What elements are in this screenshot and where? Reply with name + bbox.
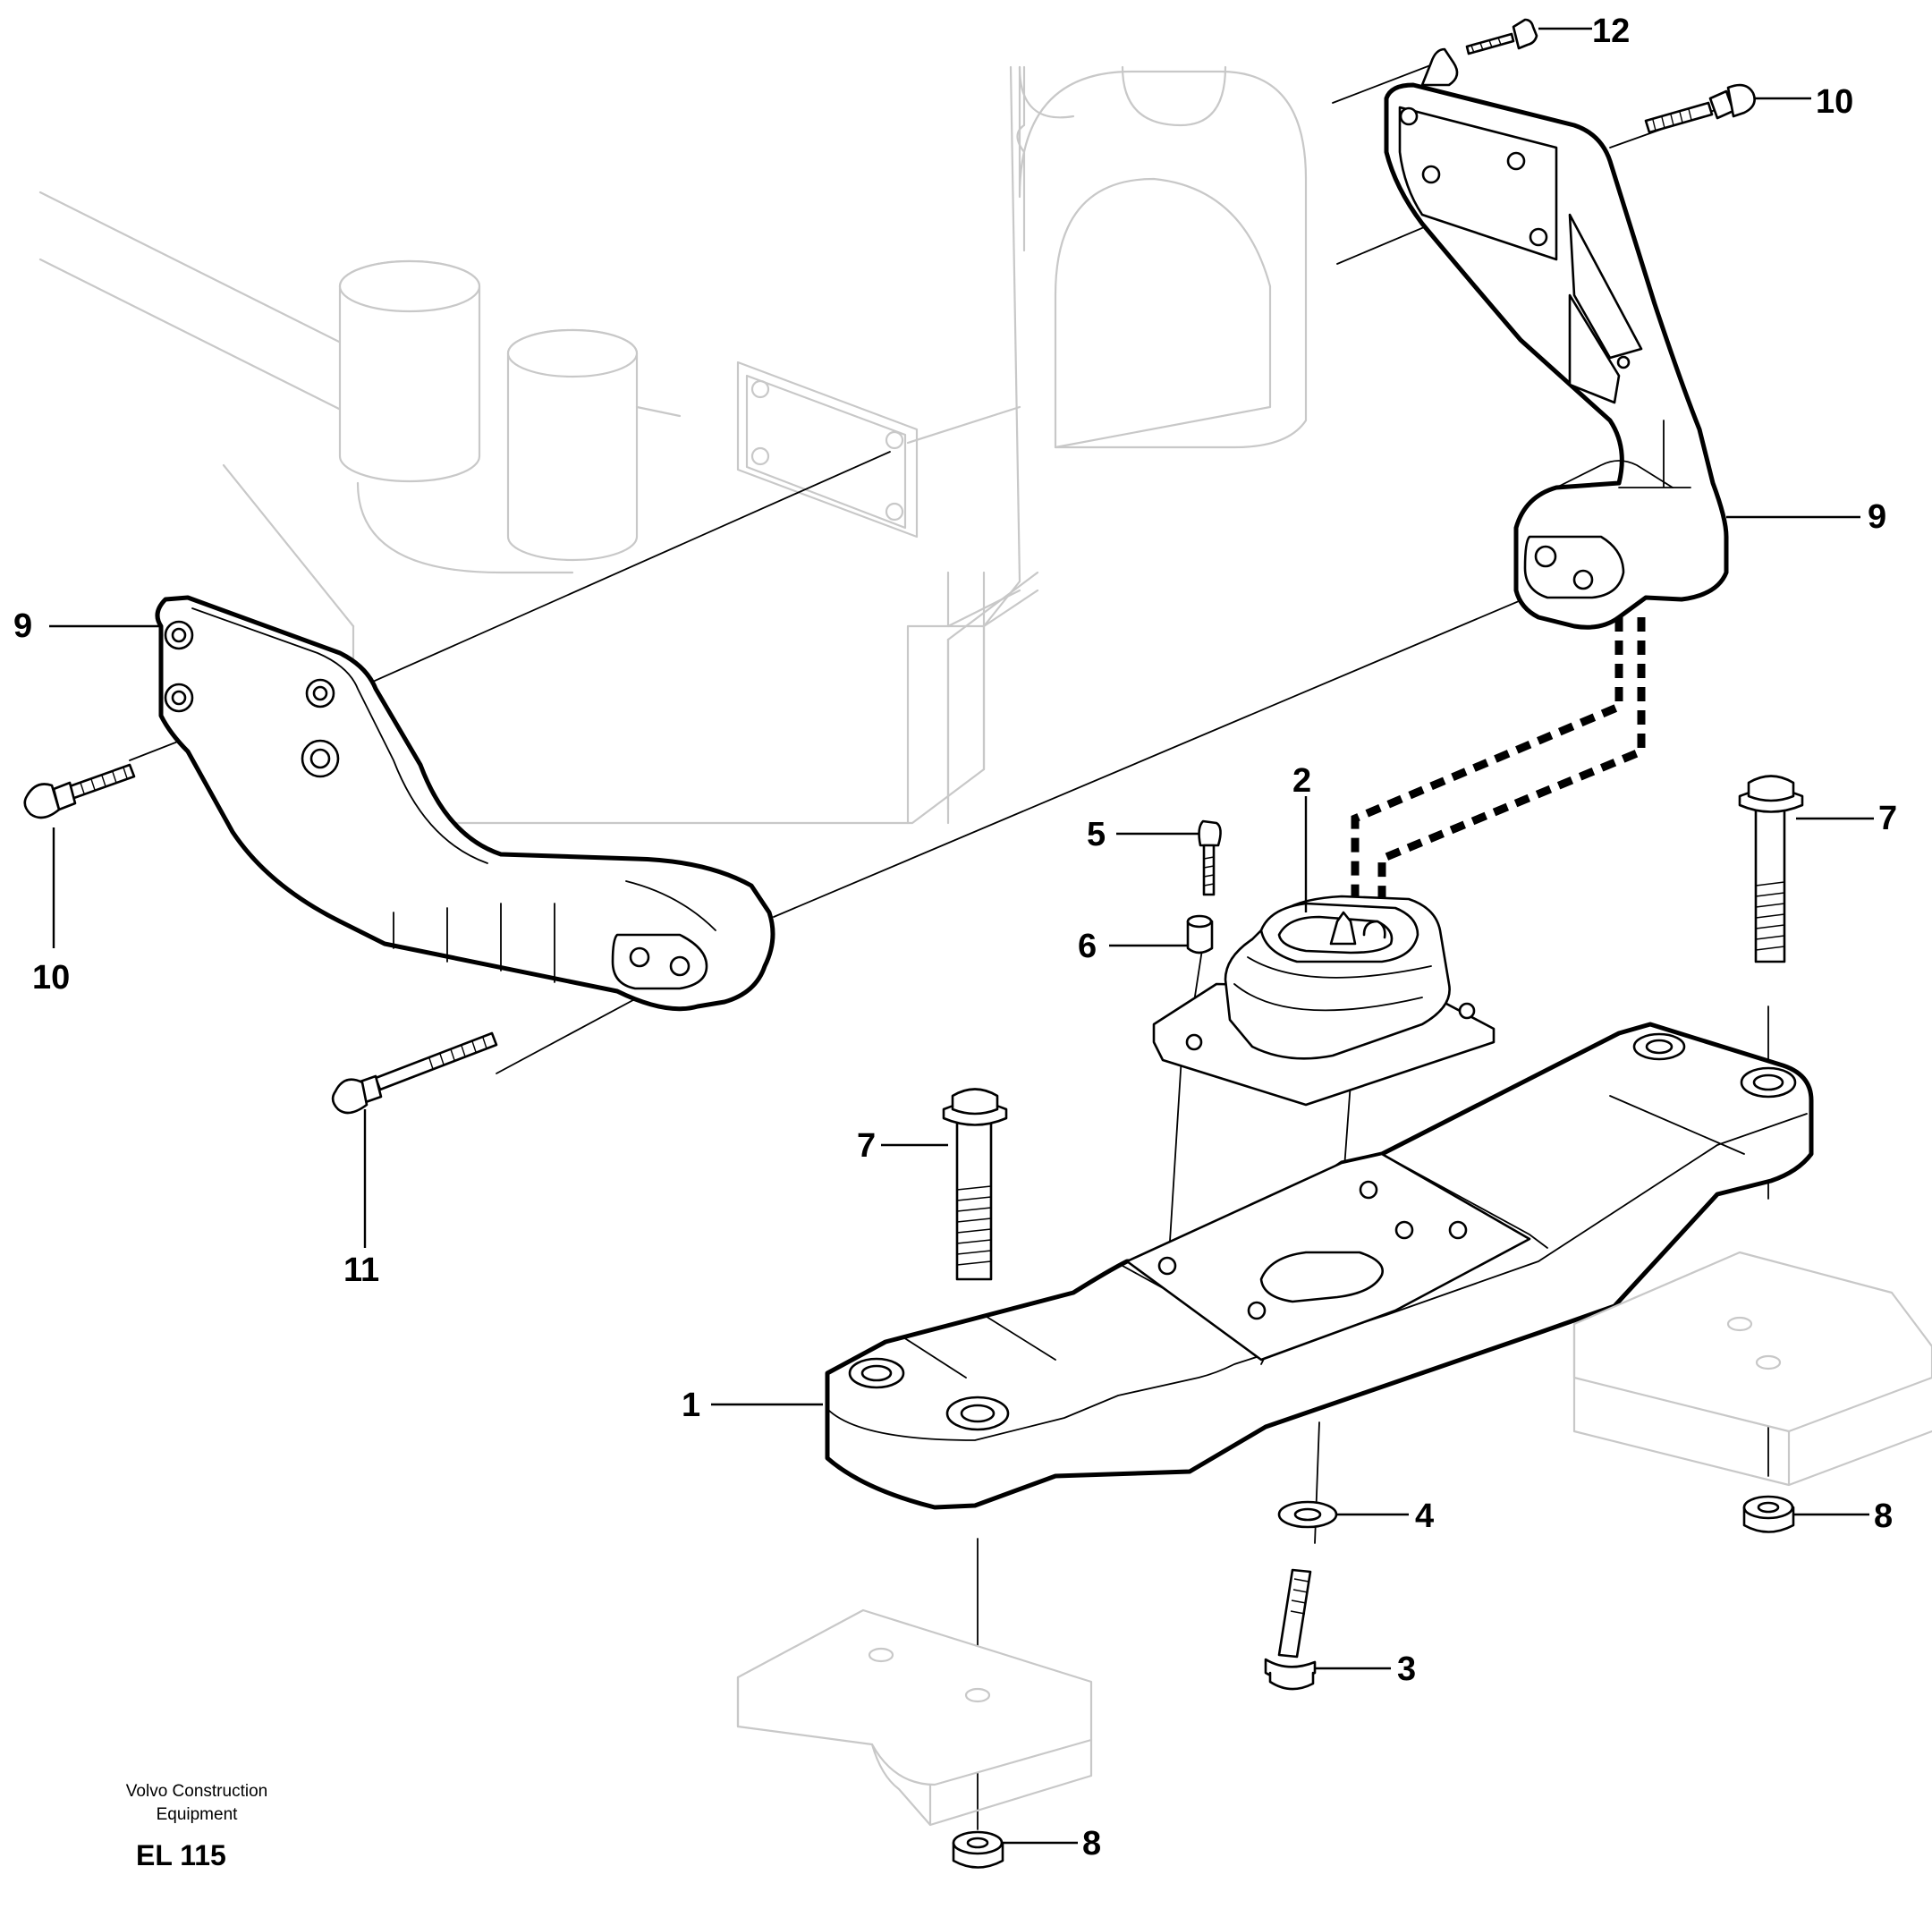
routing-dashed-line (1377, 617, 1646, 926)
callout-7-right: 7 (1878, 800, 1897, 837)
washer-4 (1277, 1500, 1338, 1529)
nut-8-right (1742, 1495, 1795, 1533)
callout-11: 11 (343, 1251, 379, 1289)
callout-4: 4 (1415, 1498, 1434, 1535)
callout-6: 6 (1078, 928, 1097, 965)
rubber-mount (1152, 895, 1496, 1107)
footer-caption: Volvo Construction Equipment EL 115 (89, 1780, 304, 1872)
nut-8-left (952, 1830, 1004, 1869)
routing-dashed-line (1351, 617, 1623, 912)
callout-2: 2 (1292, 762, 1311, 800)
callout-9-left: 9 (13, 607, 32, 645)
crossmember (825, 1022, 1814, 1510)
left-mounting-bracket (155, 595, 775, 1012)
support-block-left (736, 1608, 1093, 1827)
callout-10-upper: 10 (1816, 83, 1853, 121)
callout-1: 1 (682, 1387, 700, 1424)
callout-9-right: 9 (1868, 498, 1886, 536)
bolt-12 (1465, 18, 1538, 55)
right-mounting-bracket (1384, 47, 1729, 630)
support-block-right (1572, 1251, 1932, 1487)
illustration-code: EL 115 (136, 1839, 226, 1871)
bolt-10-upper (1644, 83, 1756, 134)
callout-12: 12 (1592, 13, 1630, 50)
callout-3: 3 (1397, 1650, 1416, 1688)
engine-block-outline (38, 65, 1308, 825)
bolt-3 (1264, 1568, 1317, 1691)
callout-leaders (49, 27, 1874, 1845)
screw-5 (1198, 819, 1222, 896)
callout-8-right: 8 (1874, 1498, 1893, 1535)
callout-8-left: 8 (1082, 1825, 1101, 1862)
bolt-11 (331, 1031, 498, 1115)
brand-line-2: Equipment (156, 1805, 238, 1824)
spacer-6 (1186, 914, 1214, 955)
bolt-7-left (942, 1088, 1008, 1281)
callout-10-lower: 10 (32, 959, 70, 997)
callout-5: 5 (1087, 816, 1106, 853)
brand-line-1: Volvo Construction (125, 1782, 268, 1801)
callout-7-left: 7 (857, 1127, 876, 1165)
bolt-10-lower (23, 763, 136, 819)
bolt-7-right (1738, 775, 1804, 963)
callout-labels: 12 10 9 9 10 11 2 5 6 7 7 1 4 3 8 8 (13, 13, 1897, 1862)
